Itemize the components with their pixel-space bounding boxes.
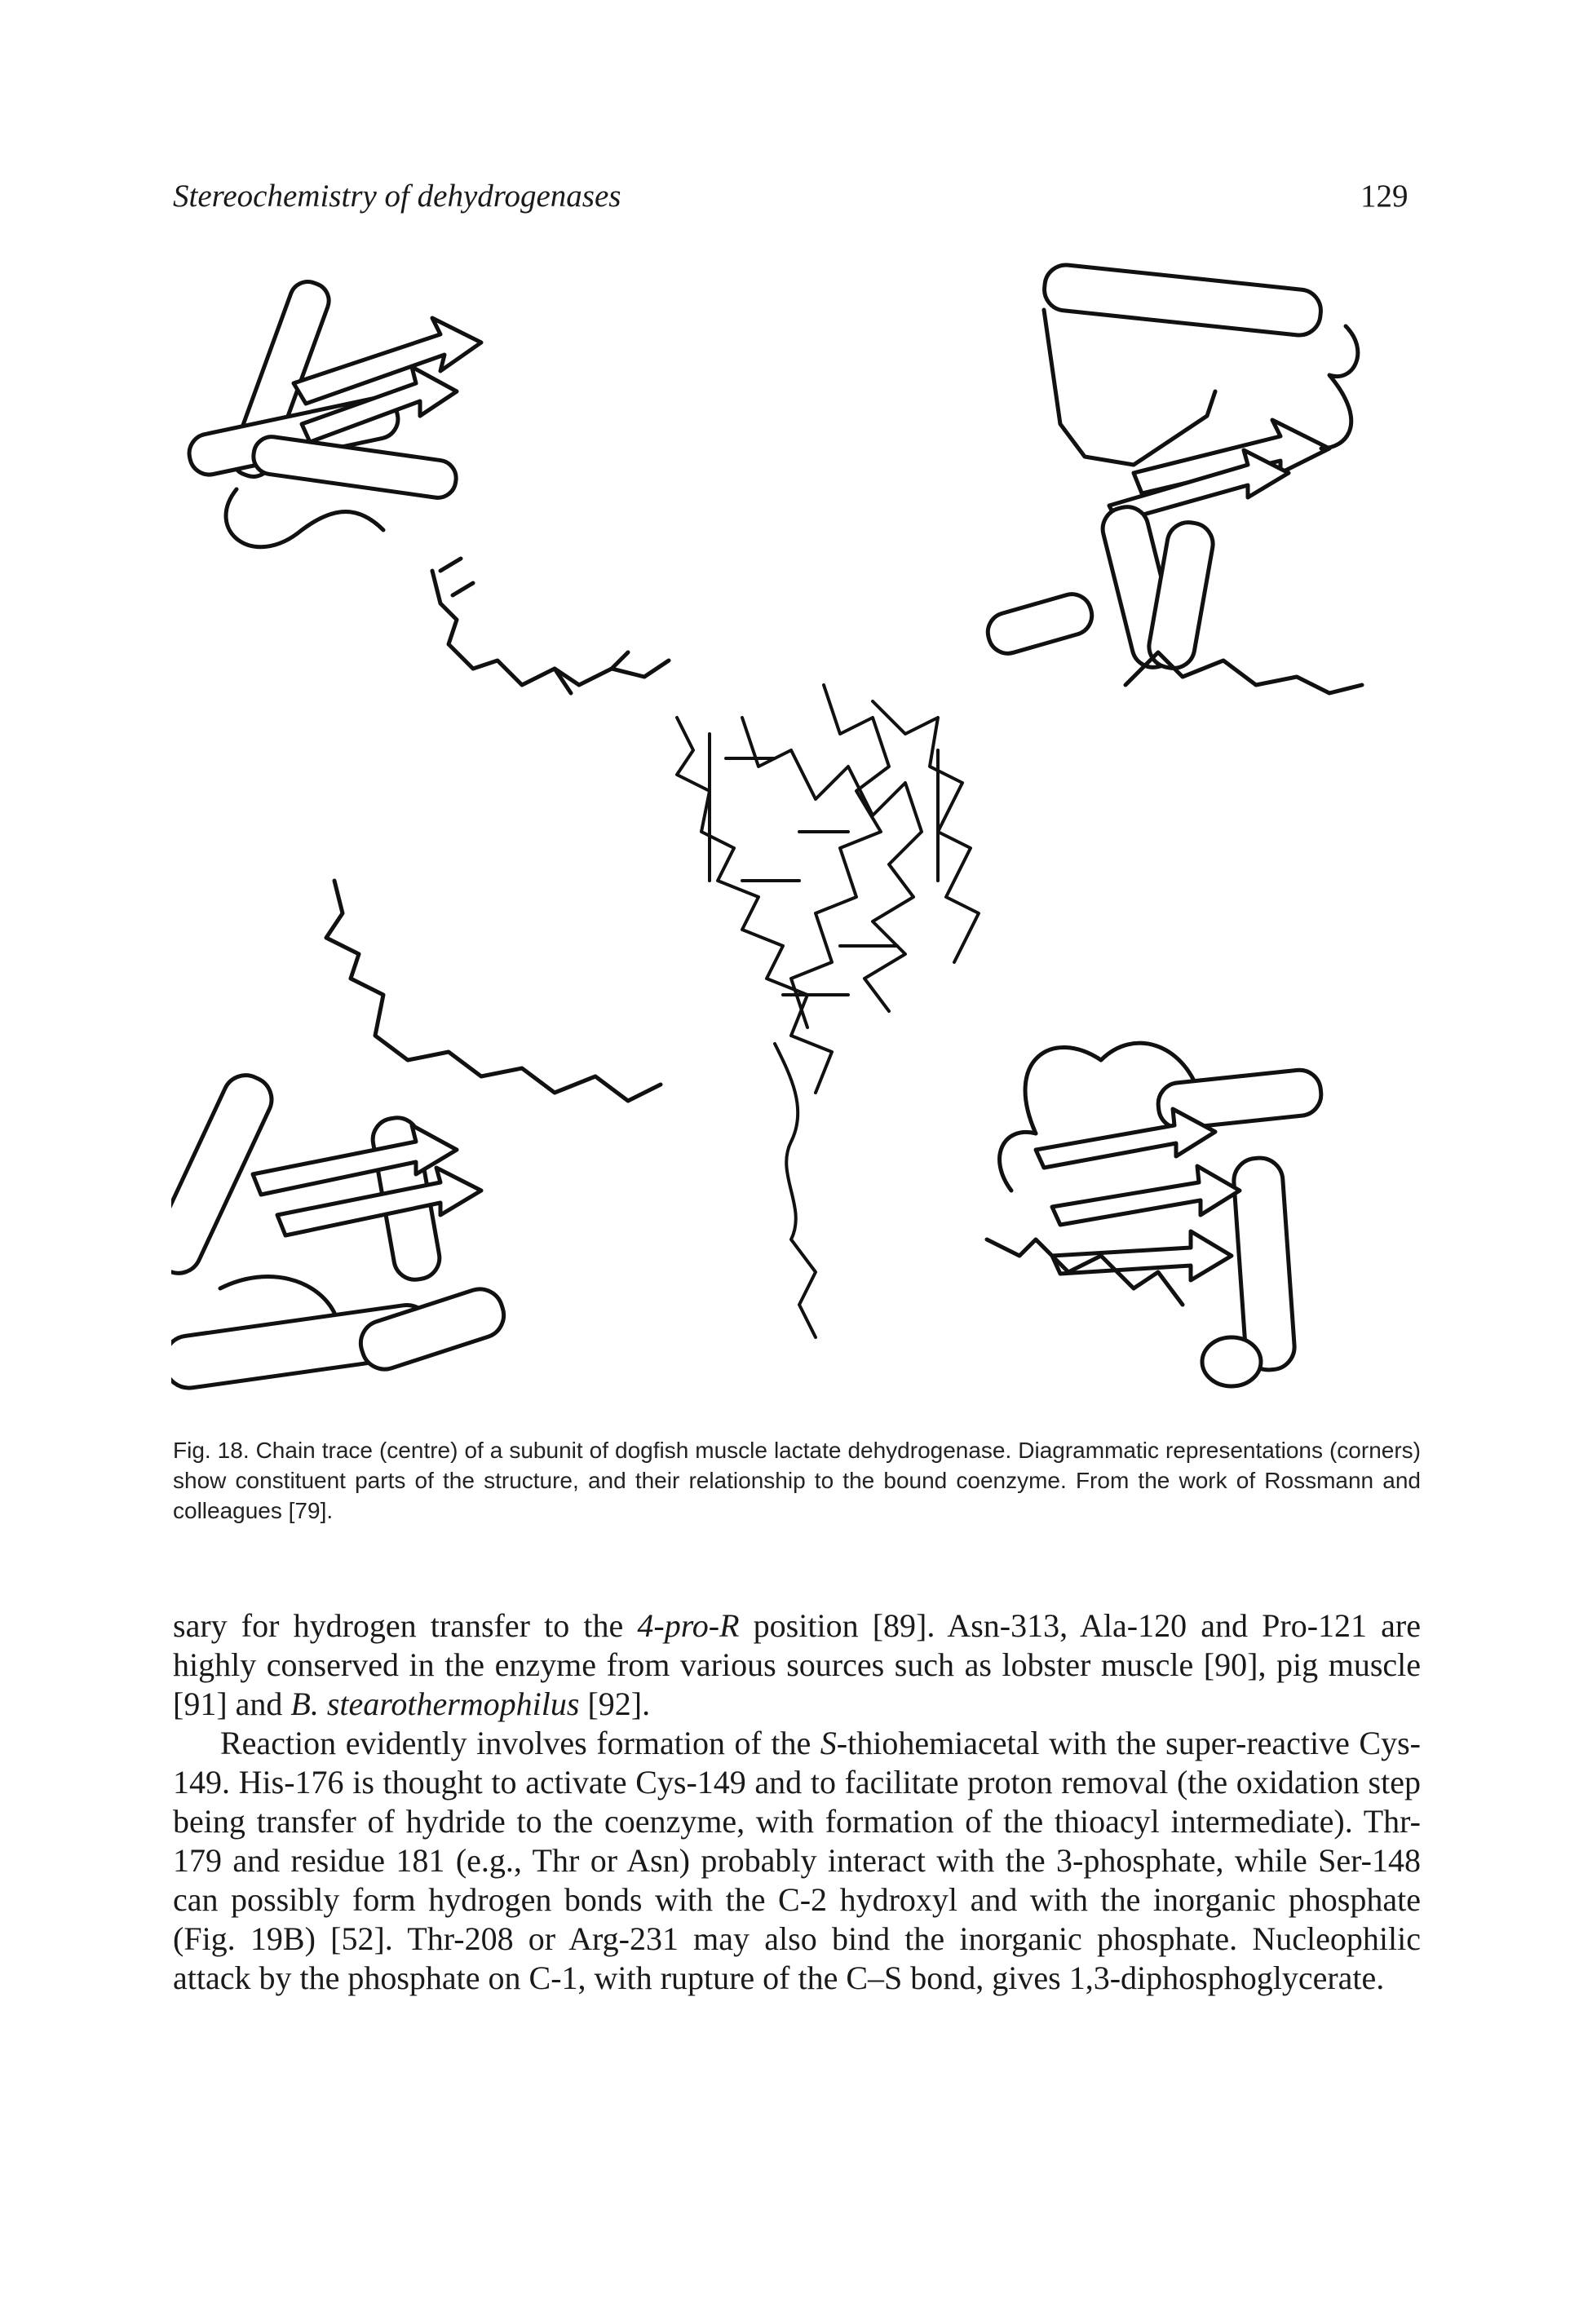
figure-18	[171, 261, 1427, 1419]
paragraph-2: Reaction evidently involves formation of…	[173, 1724, 1421, 1998]
text-run: -thiohemiacetal with the super-reactive …	[173, 1725, 1421, 1996]
body-text: sary for hydrogen transfer to the 4-pro-…	[173, 1606, 1421, 1998]
chain-trace-centre	[675, 683, 980, 1339]
page-number: 129	[1360, 179, 1408, 214]
running-title: Stereochemistry of dehydrogenases	[173, 179, 621, 214]
text-run: [92].	[579, 1686, 651, 1722]
domain-diagram-bottom-left	[171, 878, 663, 1390]
text-run: position [89]. Asn-313, Ala-120 and Pro-…	[173, 1607, 1422, 1722]
italic-run: S	[820, 1725, 837, 1761]
paragraph-1: sary for hydrogen transfer to the 4-pro-…	[173, 1606, 1421, 1724]
text-run: Reaction evidently involves formation of…	[220, 1725, 820, 1761]
figure-caption: Fig. 18. Chain trace (centre) of a subun…	[173, 1438, 1421, 1523]
text-run: sary for hydrogen transfer to the	[173, 1607, 638, 1644]
domain-diagram-top-left	[187, 280, 671, 696]
italic-run: 4-pro-R	[637, 1607, 740, 1644]
domain-diagram-top-right	[985, 263, 1364, 696]
italic-run: B. stearothermophilus	[290, 1686, 580, 1722]
domain-diagram-bottom-right	[984, 1040, 1324, 1389]
